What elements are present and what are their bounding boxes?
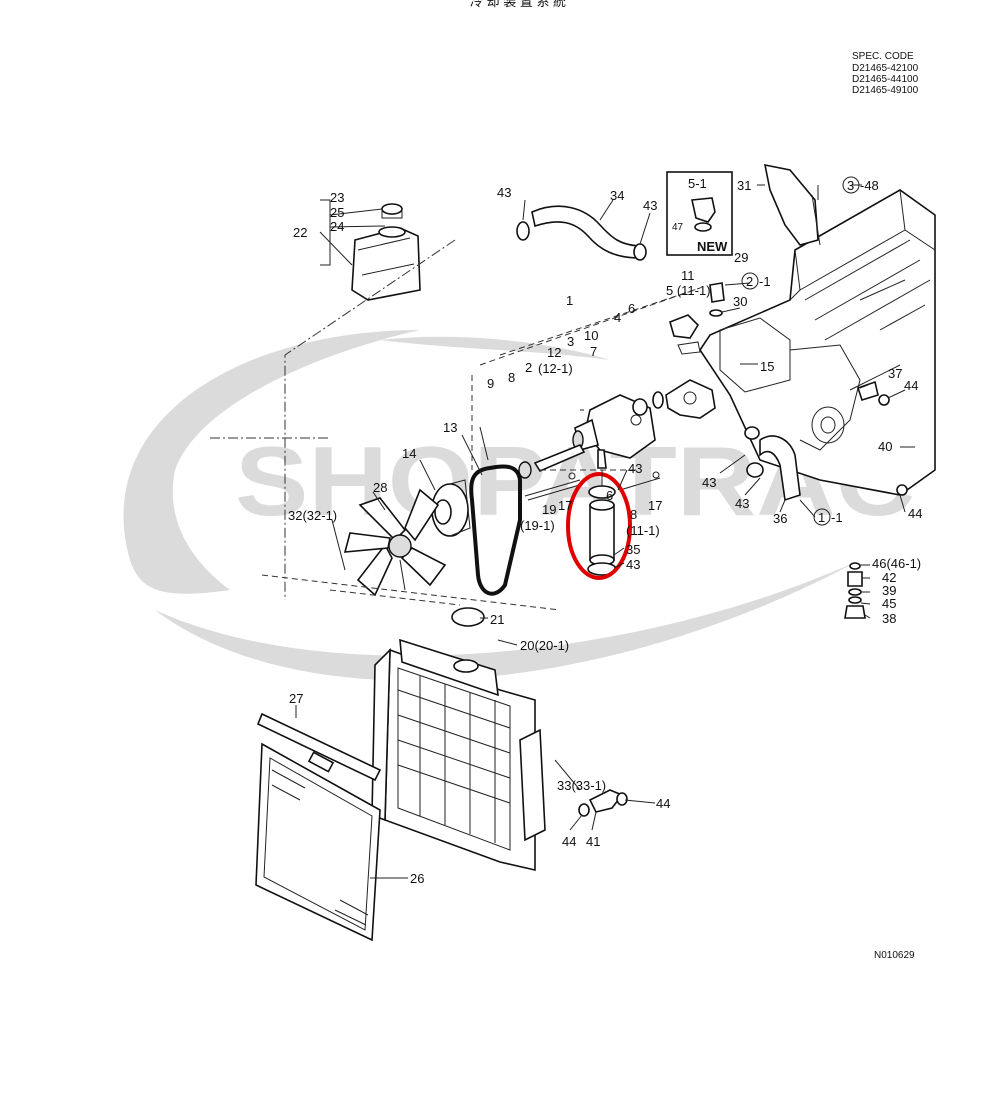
callout-10: 10 — [584, 328, 598, 343]
callout-11: 11 — [681, 268, 695, 283]
callout-12: 12 — [547, 345, 561, 360]
callout-43-d: 43 — [735, 496, 749, 511]
callout-33: 33(33-1) — [557, 778, 606, 793]
callout-12-sub: (12-1) — [538, 361, 573, 376]
engine-block — [699, 163, 936, 496]
leader-lines — [295, 184, 915, 879]
callout-5: 5 (11-1) — [666, 283, 711, 298]
callout-44-c: 44 — [656, 796, 670, 811]
outlet-hose — [744, 426, 801, 502]
upper-hose — [516, 205, 647, 261]
callout-22: 22 — [293, 225, 307, 240]
reserve-tank — [319, 199, 421, 301]
callout-6-hose: 6 — [606, 488, 613, 503]
spec-code-title: SPEC. CODE — [852, 51, 914, 62]
callout-2: 2 — [525, 360, 532, 375]
callout-44-b: 44 — [908, 506, 922, 521]
callout-13: 13 — [443, 420, 457, 435]
callout-38: 38 — [882, 611, 896, 626]
water-pump — [518, 282, 725, 501]
drain-cock — [844, 562, 866, 619]
callout-6-upper: 6 — [628, 301, 635, 316]
callout-43-c: 43 — [702, 475, 716, 490]
callout-34: 34 — [610, 188, 624, 203]
spec-code-2: D21465-44100 — [852, 74, 919, 85]
callout-21: 21 — [490, 612, 504, 627]
callout-17-left: 17 — [558, 498, 572, 513]
callout-labels: 1 2 3 4 5 (11-1) 6 6 7 8 8 9 10 11 12 (1… — [288, 176, 922, 886]
callout-45: 45 — [882, 596, 896, 611]
callout-24: 24 — [330, 219, 344, 234]
highlight-circle — [566, 472, 632, 580]
callout-43-b: 43 — [643, 198, 657, 213]
fan-belt — [469, 464, 522, 596]
callout-3-48: 3 — [847, 178, 854, 193]
fan-pulley — [431, 479, 471, 537]
callout-19-sub: (19-1) — [520, 518, 555, 533]
callout-7: 7 — [590, 344, 597, 359]
callout-25: 25 — [330, 205, 344, 220]
callout-30: 30 — [733, 294, 747, 309]
callout-43-e: 43 — [628, 461, 642, 476]
radiator-screen — [255, 712, 382, 942]
callout-40: 40 — [878, 439, 892, 454]
callout-15: 15 — [760, 359, 774, 374]
callout-36: 36 — [773, 511, 787, 526]
callout-2-1: 2 — [746, 274, 753, 289]
lower-hose — [578, 789, 628, 817]
header-title: 冷 却 装 置 系 統 — [470, 0, 566, 9]
bypass-hose — [587, 485, 617, 576]
inset-new-part: 5-1 47 NEW — [666, 171, 733, 256]
inset-label-top: 5-1 — [688, 176, 707, 191]
callout-18: (11-1) — [626, 523, 660, 538]
spec-code-3: D21465-49100 — [852, 85, 919, 96]
callout-43-f: 43 — [626, 557, 640, 572]
callout-23: 23 — [330, 190, 344, 205]
callout-1-1: 1 — [818, 510, 825, 525]
callout-44-a: 44 — [904, 378, 918, 393]
cooling-fan — [343, 488, 447, 597]
callout-39: 39 — [882, 583, 896, 598]
callout-1-1-suffix: -1 — [831, 510, 843, 525]
inset-label-side: 47 — [672, 222, 684, 233]
callout-31: 31 — [737, 178, 751, 193]
radiator — [371, 607, 546, 872]
callout-3: 3 — [567, 334, 574, 349]
callout-1: 1 — [566, 293, 573, 308]
callout-26: 26 — [410, 871, 424, 886]
callout-43-a: 43 — [497, 185, 511, 200]
callout-8-lower: 8 — [630, 507, 637, 522]
callout-41: 41 — [586, 834, 600, 849]
callout-20: 20(20-1) — [520, 638, 569, 653]
callout-29: 29 — [734, 250, 748, 265]
callout-44-d: 44 — [562, 834, 576, 849]
callout-3-48-suffix: -48 — [860, 178, 879, 193]
callout-8: 8 — [508, 370, 515, 385]
callout-32: 32(32-1) — [288, 508, 337, 523]
callout-14: 14 — [402, 446, 416, 461]
callout-2-1-suffix: -1 — [759, 274, 771, 289]
callout-42: 42 — [882, 570, 896, 585]
callout-28: 28 — [373, 480, 387, 495]
spec-code-1: D21465-42100 — [852, 63, 919, 74]
callout-19: 19 — [542, 502, 556, 517]
callout-35: 35 — [626, 542, 640, 557]
callout-27: 27 — [289, 691, 303, 706]
callout-46: 46(46-1) — [872, 556, 921, 571]
callout-4: 4 — [614, 310, 621, 325]
callout-37: 37 — [888, 366, 902, 381]
callout-17-right: 17 — [648, 498, 662, 513]
callout-9: 9 — [487, 376, 494, 391]
drawing-number: N010629 — [874, 950, 915, 961]
inset-new-label: NEW — [697, 239, 728, 254]
